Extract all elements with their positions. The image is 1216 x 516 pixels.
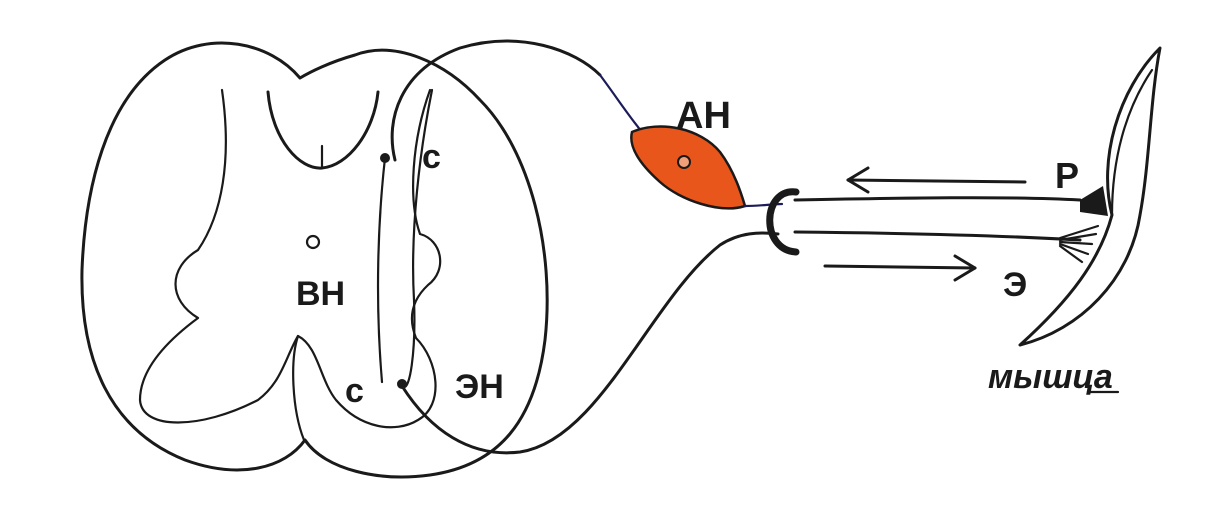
label-vn: ВН: [296, 275, 345, 313]
efferent-arrow: [825, 256, 975, 280]
ganglion-nucleus: [678, 156, 690, 168]
ventral-notch: [293, 336, 304, 440]
effector-endings: [1060, 226, 1098, 262]
synapse-top-dot: [380, 153, 390, 163]
label-muscle: мышца: [988, 358, 1113, 396]
afferent-arrow: [848, 168, 1025, 192]
interneuron-fiber: [378, 158, 385, 382]
label-en: ЭН: [455, 368, 504, 406]
nerve-trunk-top: [795, 198, 1080, 200]
spinal-cord-outline: [82, 43, 547, 477]
afferent-fiber-to-ganglion: [600, 75, 642, 132]
gray-matter-outline: [140, 90, 440, 427]
muscle-inner-line: [1112, 70, 1152, 215]
label-r: Р: [1055, 155, 1079, 196]
label-c-top: с: [422, 138, 441, 176]
central-canal: [307, 236, 319, 248]
label-an: АН: [676, 95, 731, 137]
nerve-trunk-bottom: [795, 232, 1080, 240]
nerve-ring: [770, 192, 796, 252]
label-c-bottom: с: [345, 372, 364, 410]
label-e: Э: [1003, 266, 1027, 304]
receptor-ending: [1080, 186, 1108, 216]
efferent-fiber: [402, 233, 778, 453]
